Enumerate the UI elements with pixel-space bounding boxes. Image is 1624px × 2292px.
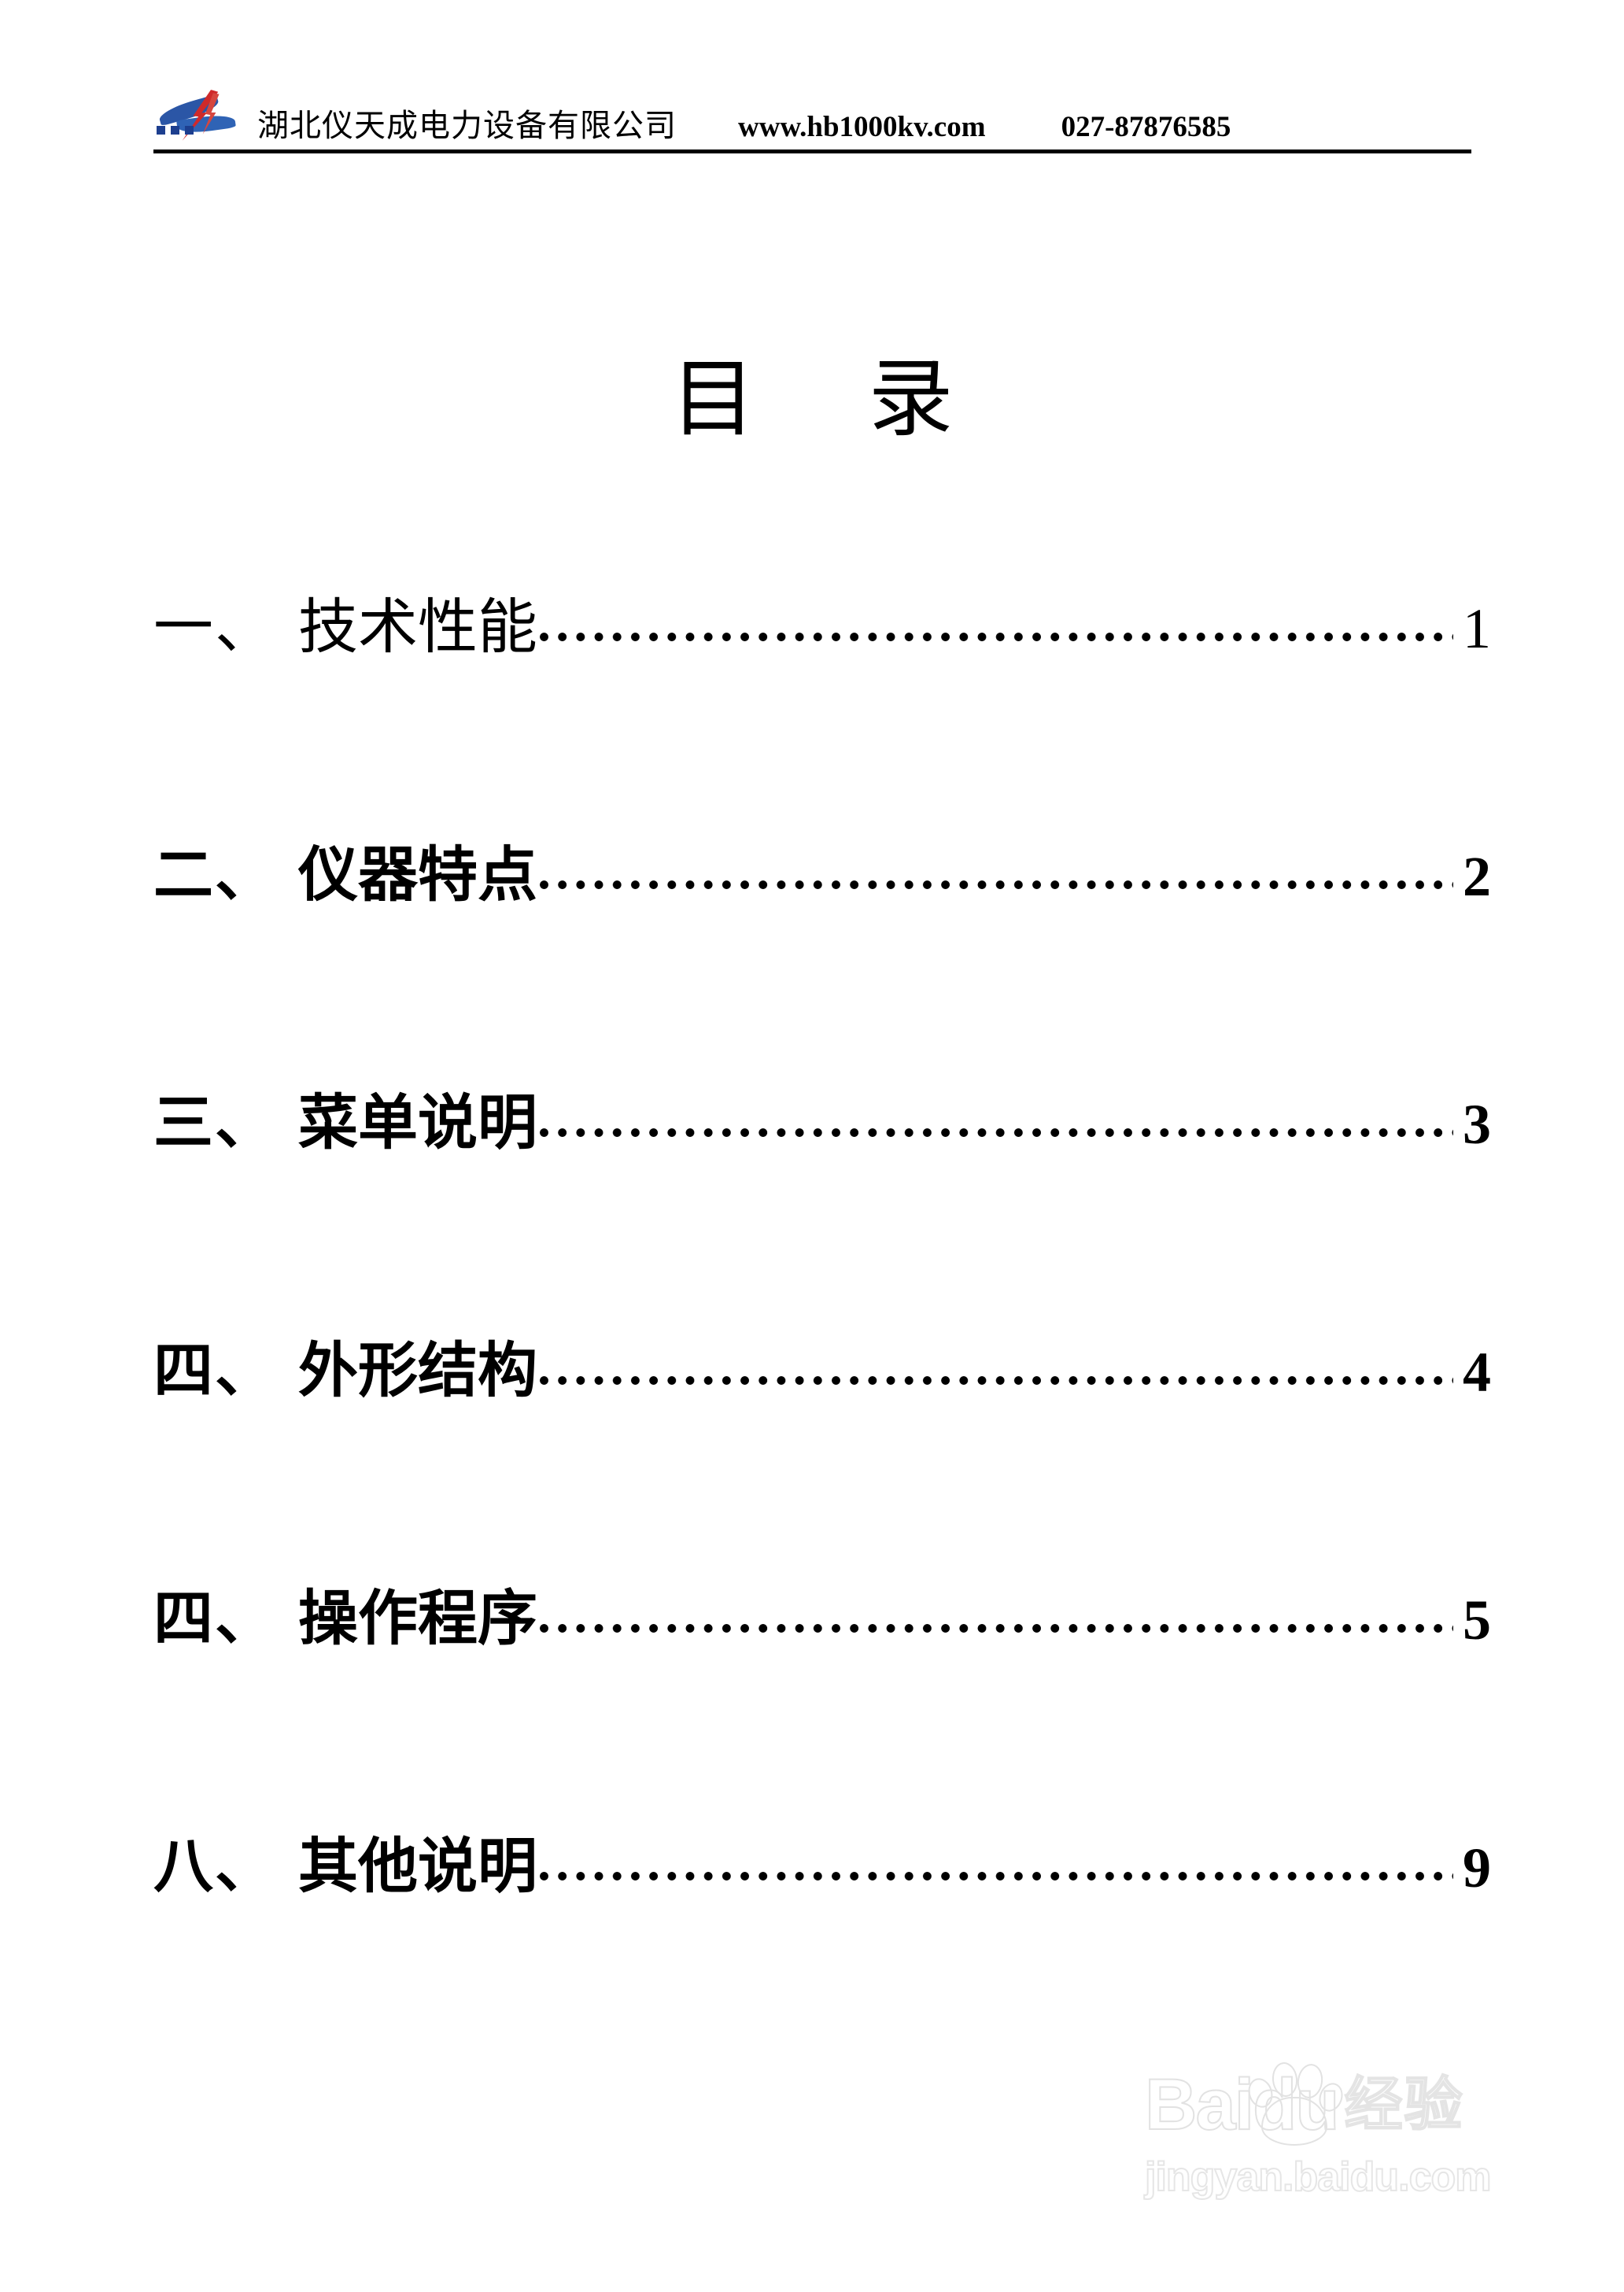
toc-entry-number: 二、 bbox=[153, 843, 276, 909]
toc-entry-label: 二、仪器特点 bbox=[153, 846, 537, 906]
logo-dot bbox=[171, 126, 179, 135]
watermark-url: jingyan.baidu.com bbox=[1144, 2154, 1493, 2200]
toc-entry-title: 外形结构 bbox=[298, 1338, 537, 1404]
toc-entry-page: 3 bbox=[1463, 1093, 1491, 1156]
toc-entry-page: 9 bbox=[1463, 1836, 1491, 1899]
page-header: 湖北仪天成电力设备有限公司 www.hb1000kv.com 027-87876… bbox=[153, 76, 1471, 154]
toc-entry-page: 2 bbox=[1463, 845, 1491, 908]
logo-dots bbox=[157, 126, 194, 135]
company-name: 湖北仪天成电力设备有限公司 bbox=[257, 108, 677, 143]
toc-entry-number: 八、 bbox=[153, 1834, 276, 1900]
header-divider bbox=[153, 149, 1471, 153]
toc-leader-dots bbox=[539, 1355, 1453, 1391]
toc-entry-label: 四、外形结构 bbox=[153, 1342, 537, 1401]
toc-entry-title: 其他说明 bbox=[298, 1834, 537, 1900]
toc-entry[interactable]: 三、菜单说明 3 bbox=[153, 1094, 1491, 1342]
toc-entry-title: 菜单说明 bbox=[298, 1091, 537, 1157]
toc-entry-title: 操作程序 bbox=[298, 1586, 537, 1652]
toc-entry[interactable]: 二、仪器特点 2 bbox=[153, 846, 1491, 1094]
toc-entry[interactable]: 八、其他说明 9 bbox=[153, 1837, 1491, 2085]
company-phone: 027-87876585 bbox=[1061, 111, 1231, 143]
toc-entry-number: 四、 bbox=[153, 1338, 276, 1404]
table-of-contents: 一、技术性能 1 二、仪器特点 2 三、菜单说明 3 四、外形结构 4 四、操作… bbox=[153, 598, 1491, 2085]
toc-entry-title: 技术性能 bbox=[298, 595, 537, 661]
toc-entry[interactable]: 四、操作程序 5 bbox=[153, 1589, 1491, 1837]
toc-entry-label: 四、操作程序 bbox=[153, 1589, 537, 1649]
toc-entry-label: 八、其他说明 bbox=[153, 1837, 537, 1897]
toc-entry-label: 三、菜单说明 bbox=[153, 1094, 537, 1153]
header-row: 湖北仪天成电力设备有限公司 www.hb1000kv.com 027-87876… bbox=[153, 76, 1471, 148]
company-website: www.hb1000kv.com bbox=[738, 111, 986, 143]
toc-entry-label: 一、技术性能 bbox=[153, 598, 537, 658]
toc-leader-dots bbox=[539, 611, 1453, 648]
toc-entry[interactable]: 一、技术性能 1 bbox=[153, 598, 1491, 846]
company-logo-icon bbox=[153, 85, 246, 146]
toc-leader-dots bbox=[539, 859, 1453, 895]
logo-dot bbox=[185, 126, 194, 135]
toc-entry-page: 5 bbox=[1463, 1589, 1491, 1652]
page-title: 目 录 bbox=[670, 353, 999, 447]
toc-entry-page: 1 bbox=[1463, 597, 1491, 660]
paw-pad bbox=[1261, 2097, 1327, 2146]
toc-entry[interactable]: 四、外形结构 4 bbox=[153, 1342, 1491, 1589]
toc-entry-title: 仪器特点 bbox=[298, 843, 537, 909]
logo-dot bbox=[157, 126, 165, 135]
toc-entry-number: 四、 bbox=[153, 1586, 276, 1652]
toc-entry-number: 一、 bbox=[153, 595, 276, 661]
toc-entry-page: 4 bbox=[1463, 1341, 1491, 1404]
toc-leader-dots bbox=[539, 1603, 1453, 1639]
toc-leader-dots bbox=[539, 1107, 1453, 1143]
toc-leader-dots bbox=[539, 1851, 1453, 1887]
toc-entry-number: 三、 bbox=[153, 1091, 276, 1157]
